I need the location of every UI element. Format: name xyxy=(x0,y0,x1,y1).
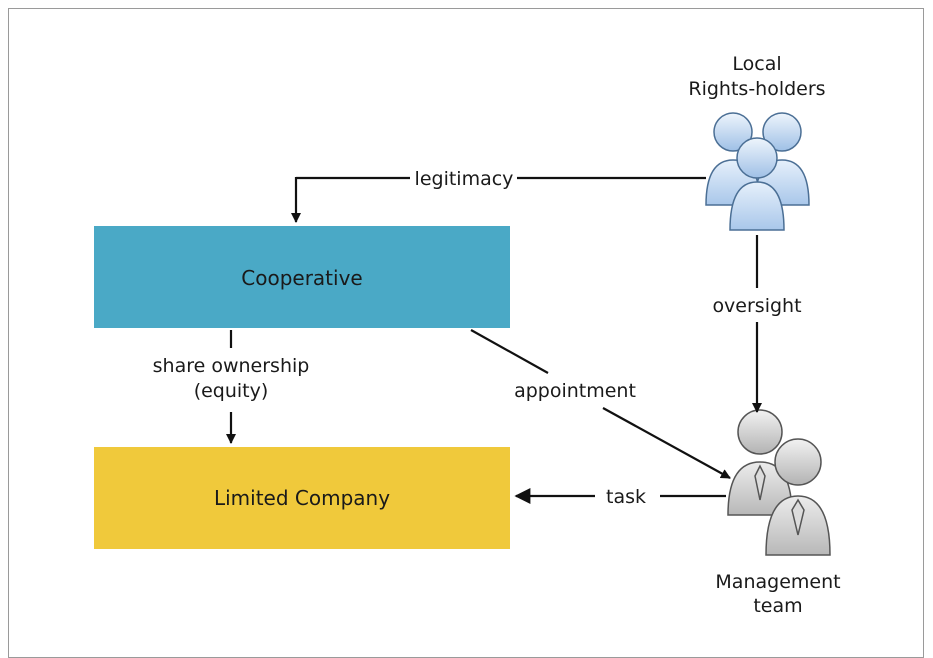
edge-task-label: task xyxy=(606,486,646,508)
edge-legitimacy-label: legitimacy xyxy=(415,168,514,190)
limited-company-box xyxy=(94,447,510,549)
management-team-label-line2: team xyxy=(753,595,802,617)
edge-share-ownership-label-line2: (equity) xyxy=(194,380,269,402)
edge-share-ownership-label-line1: share ownership xyxy=(153,355,310,377)
edge-appointment-label: appointment xyxy=(514,380,636,402)
edge-share-ownership: share ownership (equity) xyxy=(153,330,310,444)
cooperative-node: Cooperative xyxy=(94,226,510,328)
edge-oversight-label: oversight xyxy=(712,295,801,317)
edge-task: task xyxy=(514,486,726,508)
cooperative-box xyxy=(94,226,510,328)
edge-legitimacy: legitimacy xyxy=(291,168,706,223)
limited-company-node: Limited Company xyxy=(94,447,510,549)
management-team-label-line1: Management xyxy=(715,571,840,593)
rights-holders-label-line1: Local xyxy=(732,53,781,75)
group-of-people-icon xyxy=(705,112,810,231)
cooperative-label: Cooperative xyxy=(241,266,362,290)
rights-holders-label-line2: Rights-holders xyxy=(688,78,825,100)
edge-oversight: oversight xyxy=(712,235,802,413)
edge-appointment: appointment xyxy=(470,329,731,479)
business-people-icon xyxy=(727,409,831,556)
limited-company-label: Limited Company xyxy=(214,486,390,510)
